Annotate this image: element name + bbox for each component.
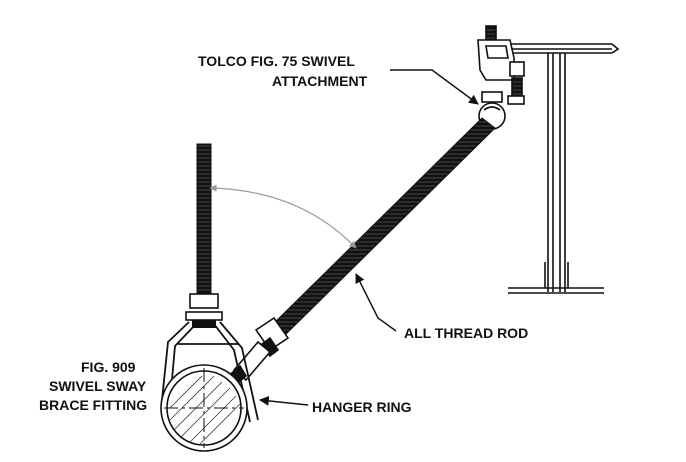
- label-hanger-ring: HANGER RING: [312, 399, 412, 415]
- leader-swivel-attachment: [390, 69, 479, 105]
- label-fitting-2: SWIVEL SWAY: [49, 378, 147, 394]
- vertical-hanger-rod: [185, 143, 223, 328]
- swivel-sway-brace-fitting: [224, 316, 290, 390]
- label-fitting-3: BRACE FITTING: [39, 397, 147, 413]
- leader-lines: [259, 69, 479, 406]
- label-fitting-1: FIG. 909: [81, 359, 136, 375]
- structural-beam: [498, 43, 620, 294]
- swivel-attachment: [477, 25, 525, 130]
- leader-all-thread-rod: [355, 273, 397, 332]
- label-swivel-attachment-2: ATTACHMENT: [272, 73, 368, 89]
- pipe-section: [160, 364, 248, 452]
- all-thread-rod: [262, 117, 496, 345]
- label-swivel-attachment-1: TOLCO FIG. 75 SWIVEL: [198, 53, 355, 69]
- rotation-arc: [209, 184, 357, 249]
- label-all-thread-rod: ALL THREAD ROD: [404, 325, 528, 341]
- leader-hanger-ring: [259, 396, 309, 406]
